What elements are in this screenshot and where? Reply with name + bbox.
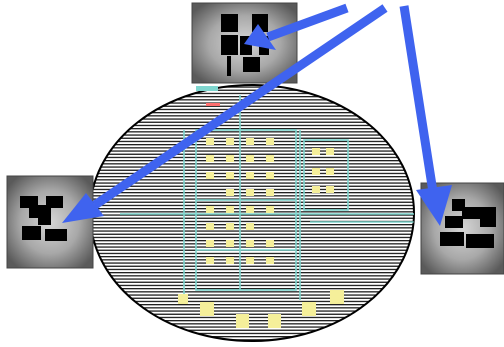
chip-pad [226,223,234,230]
arrow-top [244,3,349,50]
chip-pad [326,168,334,175]
chip-pad [246,240,254,247]
chip-pad [312,168,320,175]
zoom-tile-left [6,175,94,269]
chip-pad [226,206,234,213]
arrows [62,3,452,226]
chip-bond-pad [200,302,214,316]
chip-pad [226,189,234,196]
chip-pad [266,257,274,264]
chip-pad [326,148,334,155]
chip-core-block [195,129,297,291]
chip-pad [312,186,320,193]
chip-pad [246,189,254,196]
chip-bond-pad [330,290,344,304]
arrow-right [399,5,452,226]
zoom-tile-right [420,182,504,275]
chip-bond-pad [268,314,281,328]
arrow-left [62,4,388,223]
chip-pad [266,206,274,213]
chip-pad [226,172,234,179]
chip-pad [266,189,274,196]
zoom-tile-top [191,2,298,84]
chip-layout [120,95,414,328]
chip-pad [266,172,274,179]
chip-pad [206,155,214,162]
chip-pad [266,240,274,247]
arrow-shaft [399,5,438,193]
chip-pad [206,172,214,179]
chip-side-block [303,139,349,211]
tile-right-pattern-icon [440,199,496,248]
chip-pad [206,240,214,247]
chip-bond-pad [236,314,249,328]
chip-bond-pad [302,302,316,316]
chip-pad [226,138,234,145]
chip-pad [246,172,254,179]
chip-pad [246,257,254,264]
chip-pad [206,223,214,230]
chip-pad [226,240,234,247]
chip-pad [206,206,214,213]
chip-pad [246,155,254,162]
chip-pad [226,257,234,264]
chip-pad [312,148,320,155]
chip-pad [266,155,274,162]
chip-pad [266,138,274,145]
arrow-head [416,185,452,226]
arrow-shaft [92,4,388,209]
top-markers [196,86,220,106]
arrow-shaft [266,3,349,42]
arrow-head [62,193,104,223]
arrow-head [244,24,276,50]
chip-pad [246,223,254,230]
chip-pad [326,186,334,193]
tile-left-pattern-icon [20,196,67,241]
chip-pad [246,206,254,213]
chip-bond-pad [178,294,188,304]
chip-pad [226,155,234,162]
chip-pad [206,257,214,264]
chip-pad [206,138,214,145]
chip-pad [246,138,254,145]
